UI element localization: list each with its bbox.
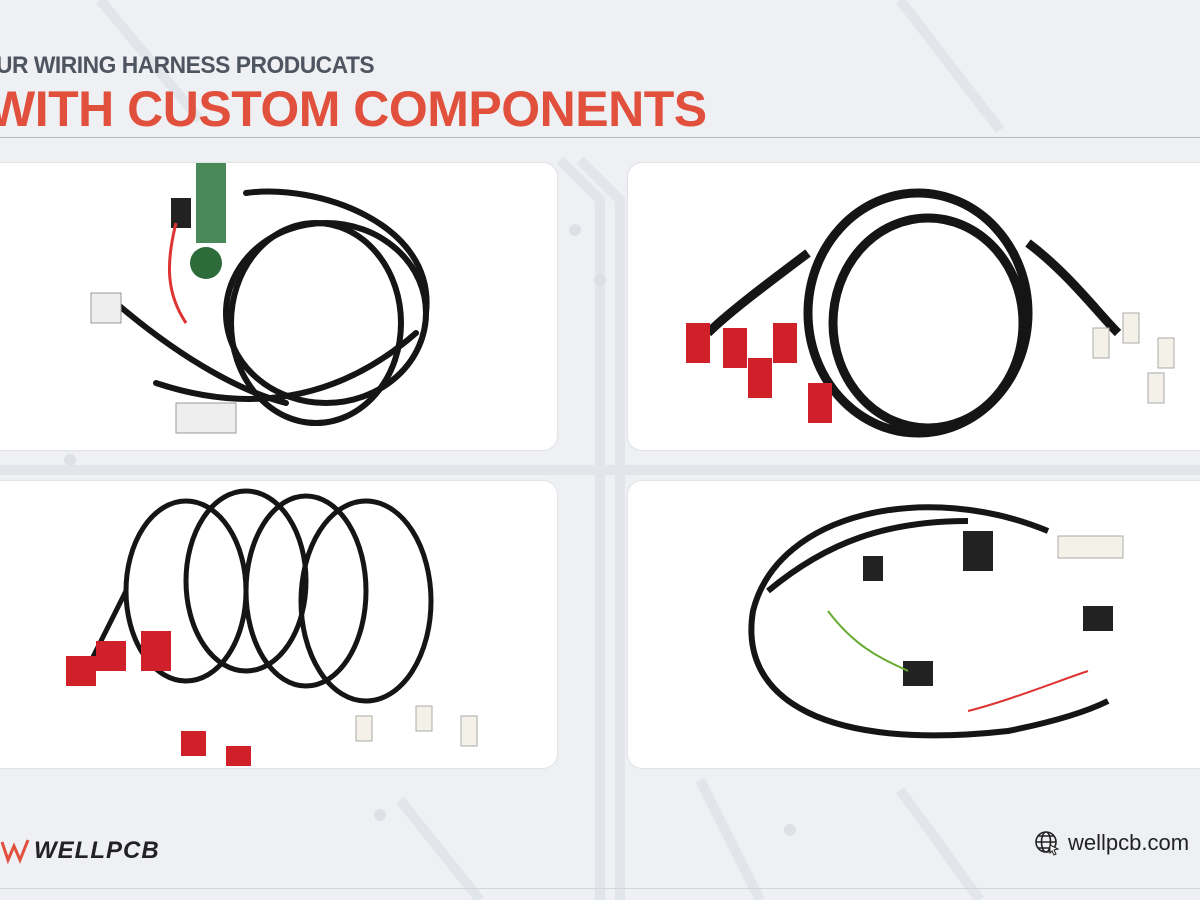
product-card-3 [0,481,557,768]
product-card-4 [628,481,1200,768]
logo-mark-icon [0,839,30,865]
wiring-harness-image [66,488,478,766]
website-link[interactable]: wellpcb.com [1034,830,1189,856]
wiring-harness-image [686,188,1175,438]
footer-divider [0,888,1200,889]
website-text[interactable]: wellpcb.com [1068,830,1190,855]
page-subtitle: UR WIRING HARNESS PRODUCATS [0,52,375,79]
product-card-2 [628,163,1200,450]
page-title: WITH CUSTOM COMPONENTS [0,81,707,137]
wellpcb-logo: WELLPCB [0,836,160,866]
wiring-harness-image [90,163,430,434]
product-card-1 [0,163,557,450]
divider [0,137,1200,138]
wiring-harness-image [748,504,1124,739]
logo-text: WELLPCB [34,837,160,864]
globe-icon [1035,831,1060,856]
